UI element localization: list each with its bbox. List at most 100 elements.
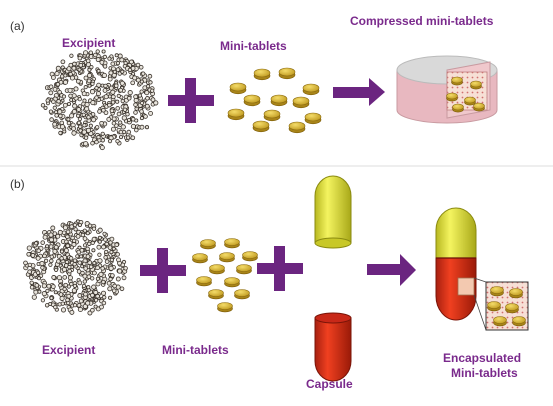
excipient-particle: [85, 58, 91, 64]
excipient-particle: [45, 288, 50, 293]
excipient-particle: [29, 285, 35, 290]
excipient-particle: [59, 120, 65, 126]
excipient-particle: [53, 244, 59, 250]
excipient-particle: [31, 294, 37, 300]
excipient-particle: [120, 99, 125, 104]
excipient-particle: [119, 80, 125, 86]
excipient-particle: [72, 258, 78, 263]
excipient-particle: [58, 130, 63, 136]
excipient-particle: [119, 286, 125, 292]
excipient-particle: [71, 93, 77, 99]
excipient-particle: [101, 279, 106, 285]
mini-tablet-icon: [236, 264, 252, 275]
excipient-particle: [120, 69, 125, 74]
excipient-particle: [87, 83, 92, 88]
excipient-particle: [95, 57, 101, 63]
excipient-particle: [97, 252, 102, 257]
excipient-particle: [111, 116, 117, 122]
excipient-particle: [114, 83, 119, 88]
mini-tablet-icon: [505, 303, 519, 314]
excipient-particle: [96, 135, 101, 140]
excipient-particle: [100, 131, 105, 136]
excipient-particle: [69, 113, 75, 119]
excipient-particle: [126, 117, 132, 123]
excipient-particle: [143, 114, 148, 119]
excipient-particle: [139, 100, 145, 106]
excipient-particle: [43, 258, 49, 263]
excipient-particle: [94, 86, 99, 91]
excipient-particle: [100, 138, 105, 143]
excipient-particle: [69, 53, 74, 58]
excipient-particle: [66, 66, 72, 72]
excipient-particle: [41, 291, 47, 297]
excipient-particle: [116, 257, 121, 263]
excipient-particle: [93, 52, 98, 58]
excipient-particle: [72, 303, 78, 308]
excipient-particle: [135, 77, 141, 83]
mini-tablet-icon: [451, 76, 463, 86]
excipient-particle: [104, 259, 110, 264]
excipient-particle: [33, 289, 39, 295]
excipient-particle: [66, 120, 72, 126]
mini-tablet-icon: [446, 92, 458, 102]
excipient-particle: [36, 248, 41, 253]
excipient-particle: [96, 244, 102, 250]
excipient-particle: [67, 264, 72, 270]
excipient-particle: [137, 93, 143, 98]
excipient-particle: [62, 225, 68, 231]
excipient-particle: [102, 64, 108, 69]
excipient-particle: [66, 101, 72, 107]
excipient-particle: [127, 90, 133, 96]
excipient-particle: [61, 230, 67, 235]
excipient-particle: [109, 257, 114, 262]
excipient-particle: [83, 291, 88, 297]
excipient-particle: [91, 236, 97, 242]
excipient-particle: [144, 125, 150, 130]
excipient-particle: [29, 280, 34, 285]
excipient-particle: [106, 280, 112, 286]
excipient-particle: [52, 121, 58, 127]
excipient-particle: [94, 298, 99, 303]
excipient-particle: [42, 234, 48, 240]
excipient-particle: [88, 264, 94, 270]
excipient-particle: [121, 115, 127, 121]
excipient-particle: [49, 254, 54, 259]
excipient-particle: [49, 237, 55, 243]
excipient-particle: [107, 56, 112, 61]
excipient-particle: [110, 100, 116, 105]
excipient-particle: [77, 97, 82, 102]
excipient-particle: [78, 124, 83, 129]
excipient-particle: [110, 61, 115, 66]
excipient-particle: [77, 260, 82, 265]
excipient-particle: [83, 75, 89, 81]
mini-tablet-icon: [487, 301, 501, 312]
mini-tablet-icon: [208, 289, 224, 300]
excipient-particle: [120, 124, 126, 130]
excipient-particle: [86, 285, 91, 290]
excipient-particle: [40, 298, 46, 303]
excipient-particle: [85, 127, 92, 133]
excipient-particle: [138, 65, 144, 70]
excipient-particle: [96, 68, 101, 73]
excipient-particle: [66, 117, 71, 122]
excipient-particle: [99, 60, 105, 65]
excipient-particle: [122, 107, 128, 112]
excipient-particle: [101, 244, 106, 250]
excipient-particle: [84, 106, 90, 112]
excipient-particle: [126, 135, 131, 140]
excipient-particle: [90, 240, 95, 246]
excipient-particle: [68, 256, 74, 261]
excipient-particle: [35, 255, 41, 261]
excipient-particle: [50, 284, 56, 289]
excipient-particle: [94, 95, 99, 100]
mini-tablet-icon: [464, 96, 476, 106]
excipient-particle: [40, 265, 45, 270]
excipient-particle: [75, 78, 81, 84]
excipient-particle: [58, 292, 64, 297]
arrow-right-icon: [367, 254, 416, 286]
excipient-particle: [119, 57, 125, 63]
excipient-particle: [69, 281, 74, 287]
excipient-particle: [130, 80, 136, 86]
excipient-particle: [48, 262, 53, 267]
excipient-particle: [33, 241, 39, 246]
